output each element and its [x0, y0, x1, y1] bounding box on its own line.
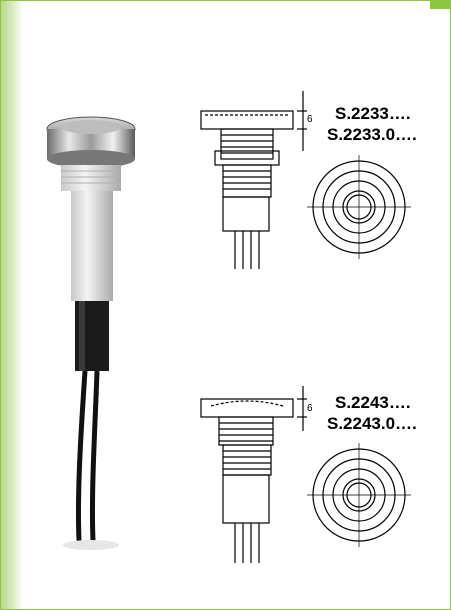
model-code-1b: S.2233.0….: [327, 125, 417, 144]
dimension-label-bottom: 6: [307, 403, 313, 414]
model-code-2b: S.2243.0….: [327, 414, 417, 433]
corner-tab: [430, 1, 450, 9]
model-code-1a: S.2233….: [335, 104, 411, 123]
sidebar-band: [1, 1, 23, 609]
indicator-lamp-photo: [46, 116, 136, 550]
model-code-2a: S.2243….: [335, 393, 411, 412]
dimension-label-top: 6: [307, 114, 313, 125]
